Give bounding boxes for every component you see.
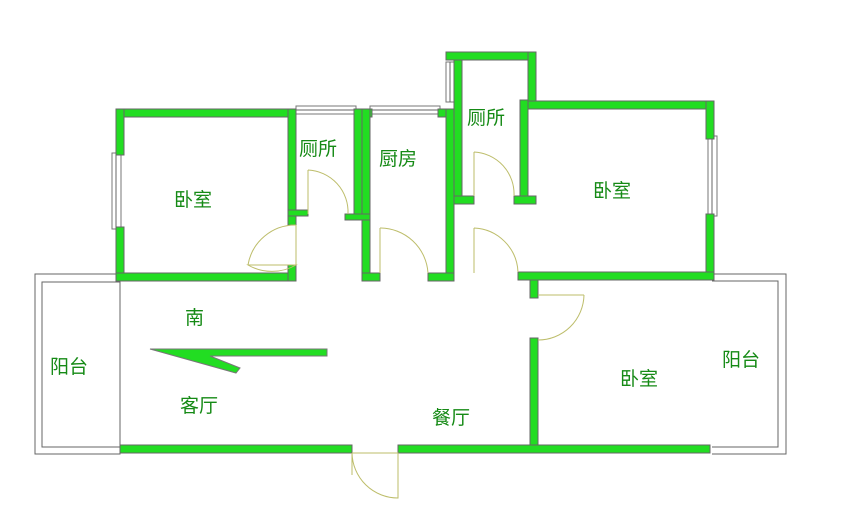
- room-label-living-room: 客厅: [180, 395, 219, 417]
- room-label-kitchen: 厨房: [379, 148, 418, 170]
- doors: [246, 151, 585, 499]
- room-label-toilet-2: 厕所: [467, 107, 506, 129]
- room-label-balcony-left: 阳台: [50, 356, 89, 378]
- balcony-outlines: [34, 273, 787, 455]
- walls: [115, 51, 715, 454]
- south-arrow-icon: [149, 348, 328, 374]
- room-label-bedroom-left: 卧室: [174, 189, 213, 211]
- compass-label-south: 南: [185, 307, 205, 329]
- room-label-dining-room: 餐厅: [432, 407, 471, 429]
- room-label-bedroom-bottom: 卧室: [620, 368, 659, 390]
- room-label-toilet-1: 厕所: [299, 138, 338, 160]
- room-label-bedroom-right: 卧室: [593, 180, 632, 202]
- room-label-balcony-right: 阳台: [722, 349, 761, 371]
